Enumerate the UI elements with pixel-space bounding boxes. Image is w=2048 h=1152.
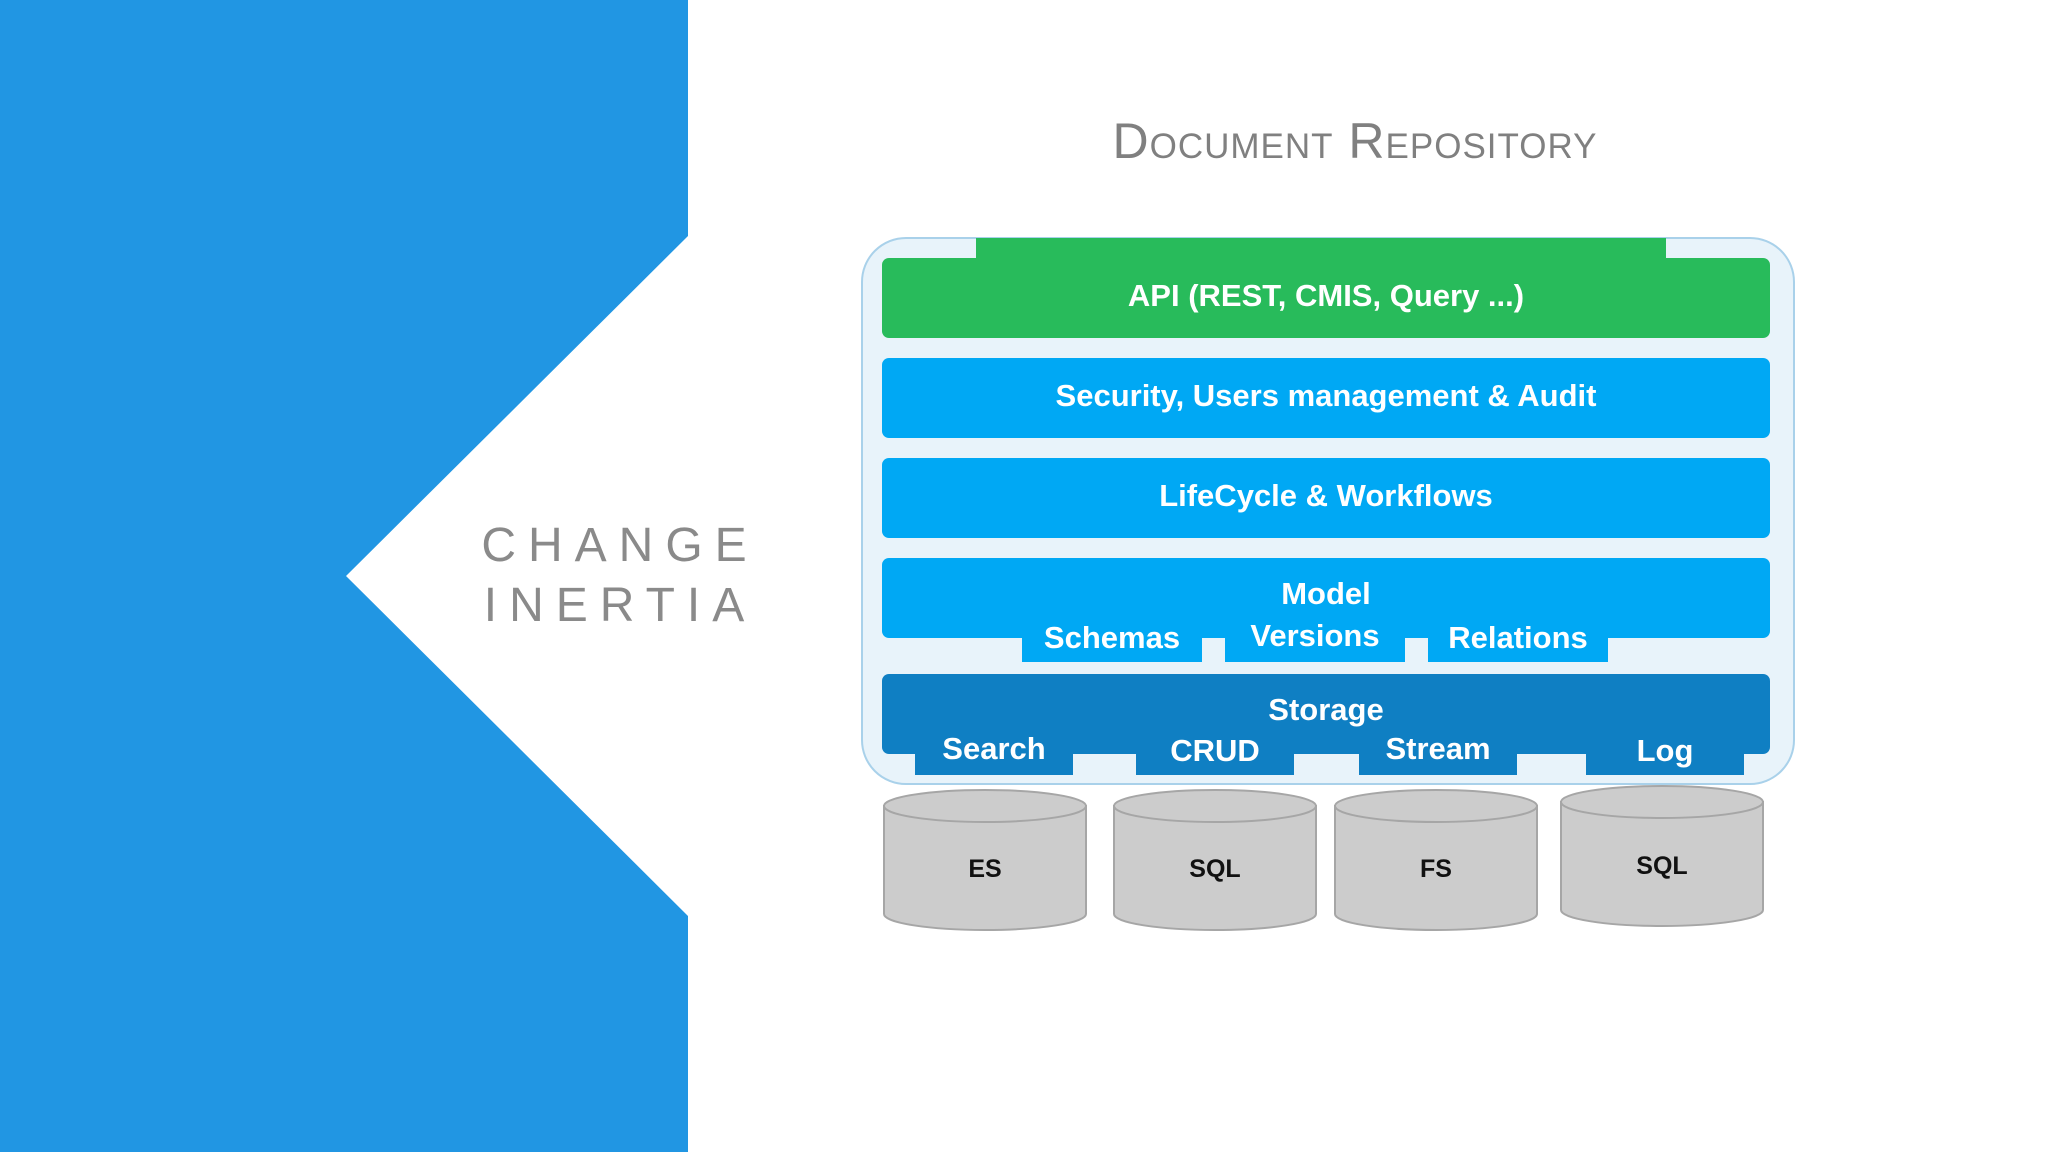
db-cylinder-4 (1560, 785, 1764, 927)
model-tab-schemas (1022, 620, 1202, 662)
storage-tab-search (915, 735, 1073, 775)
storage-label: Storage (1268, 692, 1384, 727)
storage-sub-search: Search (942, 731, 1046, 766)
storage-tab-log (1586, 735, 1744, 775)
db-label-1: ES (968, 855, 1002, 883)
side-label-line2: INERTIA (483, 579, 757, 632)
storage-sub-stream: Stream (1385, 731, 1491, 766)
model-sub-versions: Versions (1250, 618, 1380, 653)
db-cylinder-3 (1334, 789, 1538, 931)
api-layer (882, 238, 1770, 338)
db-cylinder-2 (1113, 789, 1317, 931)
side-label-line1: CHANGE (481, 519, 759, 572)
model-layer (882, 558, 1770, 662)
side-panel (0, 0, 688, 1152)
db-cylinder-1 (883, 789, 1087, 931)
storage-sub-crud: CRUD (1170, 733, 1260, 768)
db-label-4: SQL (1636, 852, 1688, 880)
page-title: Document Repository (1112, 113, 1598, 169)
storage-layer (882, 674, 1770, 775)
db-label-3: FS (1420, 855, 1452, 883)
storage-tab-stream (1359, 735, 1517, 775)
model-tab-versions (1225, 620, 1405, 662)
model-sub-schemas: Schemas (1043, 620, 1181, 655)
lifecycle-label: LifeCycle & Workflows (1159, 478, 1493, 513)
security-label: Security, Users management & Audit (1055, 378, 1597, 413)
storage-tab-crud (1136, 735, 1294, 775)
lifecycle-layer (882, 458, 1770, 538)
model-label: Model (1281, 576, 1371, 611)
model-tab-relations (1428, 620, 1608, 662)
security-layer (882, 358, 1770, 438)
storage-sub-log: Log (1636, 733, 1694, 768)
db-label-2: SQL (1189, 855, 1241, 883)
model-sub-relations: Relations (1448, 620, 1588, 655)
api-label: API (REST, CMIS, Query ...) (1127, 278, 1525, 313)
